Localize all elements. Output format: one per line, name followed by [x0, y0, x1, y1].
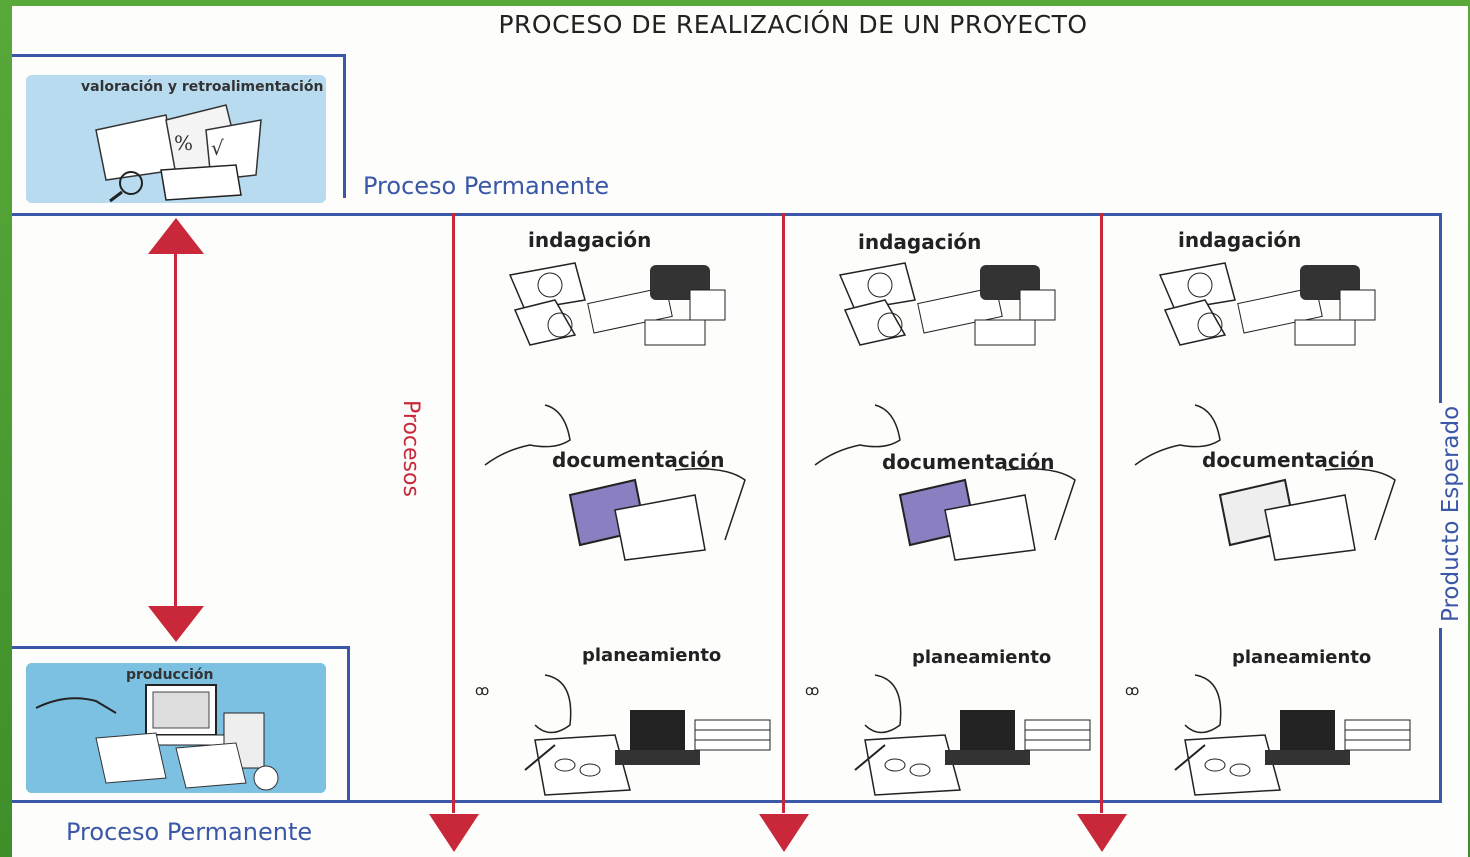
documentacion-label-3: documentación [1202, 448, 1375, 472]
process-line-1 [452, 213, 455, 813]
right-blue-line-top [1439, 213, 1442, 403]
process-arrow-3 [1077, 814, 1127, 852]
documentacion-sketch-3 [1134, 404, 1396, 561]
indagacion-label-2: indagación [858, 230, 982, 254]
svg-text:%: % [174, 131, 193, 155]
svg-text:ꝏ: ꝏ [1125, 682, 1139, 698]
valoracion-frame-top [12, 54, 346, 57]
produccion-image: producción [26, 663, 326, 793]
feedback-line [174, 250, 177, 610]
valoracion-frame-right [343, 54, 346, 198]
produccion-label: producción [126, 667, 214, 683]
planeamiento-label-2: planeamiento [912, 647, 1052, 668]
produccion-frame-right [347, 646, 350, 802]
valoracion-label: valoración y retroalimentación [81, 79, 324, 95]
indagacion-sketch-2 [838, 262, 1056, 346]
svg-text:ꝏ: ꝏ [805, 682, 819, 698]
top-process-label: Proceso Permanente [363, 172, 610, 200]
produccion-frame-top [12, 646, 350, 649]
valoracion-image: % √ valoración y retroalimentación [26, 75, 326, 203]
process-line-2 [782, 213, 785, 813]
indagacion-sketch-1 [508, 262, 726, 346]
indagacion-label-1: indagación [528, 228, 652, 252]
svg-text:ꝏ: ꝏ [475, 682, 489, 698]
planeamiento-sketch-2: ꝏ [805, 674, 1091, 796]
production-sketch-icon [26, 663, 326, 793]
bottom-process-label: Proceso Permanente [66, 818, 313, 846]
evaluation-sketch-icon: % √ [26, 75, 326, 203]
planeamiento-sketch-3: ꝏ [1125, 674, 1411, 796]
documentacion-sketch-2 [814, 404, 1076, 561]
indagacion-sketch-3 [1158, 262, 1376, 346]
process-arrow-2 [759, 814, 809, 852]
svg-text:√: √ [211, 136, 224, 160]
planeamiento-label-3: planeamiento [1232, 647, 1372, 668]
product-expected-label: Producto Esperado [1438, 405, 1464, 623]
top-blue-line [12, 213, 1442, 216]
planeamiento-sketch-1: ꝏ [475, 674, 771, 796]
processes-label: Procesos [398, 400, 423, 497]
documentacion-sketch-1 [484, 404, 746, 561]
feedback-arrow-down [148, 606, 204, 642]
right-blue-line-bottom [1439, 628, 1442, 803]
diagram-title: PROCESO DE REALIZACIÓN DE UN PROYECTO [498, 10, 1088, 39]
planeamiento-label-1: planeamiento [582, 645, 722, 666]
documentacion-label-2: documentación [882, 450, 1055, 474]
process-line-3 [1100, 213, 1103, 813]
indagacion-label-3: indagación [1178, 228, 1302, 252]
documentacion-label-1: documentación [552, 448, 725, 472]
process-arrow-1 [429, 814, 479, 852]
feedback-arrow-up [148, 218, 204, 254]
bottom-blue-line [12, 800, 1442, 803]
